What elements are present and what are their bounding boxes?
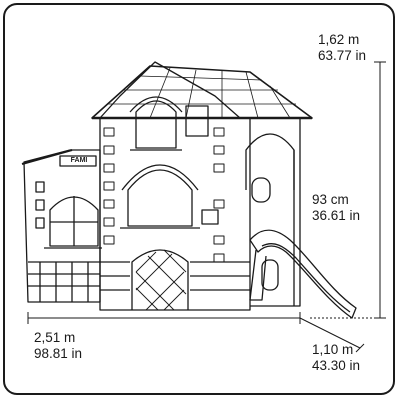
width-metric: 2,51 m [34,330,76,345]
depth-imperial: 43.30 in [312,358,361,373]
number-sign [201,209,219,225]
left-window [49,196,99,247]
sign-text: FAMI [70,157,88,164]
height-dimension-label: 1,62 m 63.77 in [318,32,366,64]
porch-window [261,259,279,291]
height-imperial: 63.77 in [318,48,367,63]
depth-dimension-line [299,317,361,349]
porch-arch [245,133,295,190]
image-frame [3,3,395,395]
name-plate [59,155,97,167]
upper-window [135,100,177,149]
left-annex [21,148,102,303]
width-imperial: 98.81 in [34,346,83,361]
house-height-dimension-label: 93 cm 36.61 in [312,192,360,224]
house-height-metric: 93 cm [312,192,349,207]
right-porch [240,117,301,307]
roof [91,65,313,120]
height-metric: 1,62 m [318,32,360,47]
door [131,249,189,310]
slide [249,229,357,319]
house-height-imperial: 36.61 in [312,208,361,223]
depth-dimension-label: 1,10 m 43.30 in [312,342,360,374]
main-building [99,61,251,311]
central-window [127,169,193,227]
dimension-lines [27,61,386,353]
width-dimension-label: 2,51 m 98.81 in [34,330,82,362]
depth-metric: 1,10 m [312,342,354,357]
